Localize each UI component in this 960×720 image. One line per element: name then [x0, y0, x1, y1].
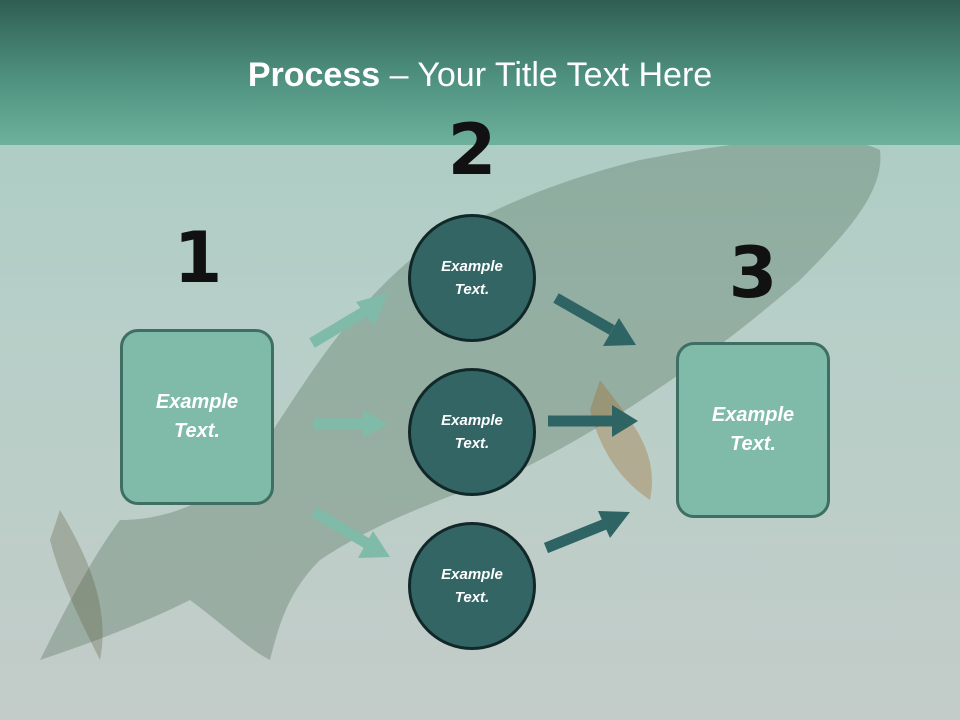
arrow-1-to-bottom — [311, 507, 390, 558]
step-3-text-line1: Example — [711, 404, 795, 426]
slide-title: Process – Your Title Text Here — [0, 54, 960, 96]
arrow-top-to-3 — [553, 293, 636, 346]
step-1-box: Example Text. — [120, 329, 274, 505]
step-2-circle-top: Example Text. — [408, 214, 536, 342]
circle-bottom-text-line1: Example — [441, 566, 503, 583]
step-1-text-line1: Example — [155, 391, 239, 413]
step-2-circle-bottom: Example Text. — [408, 522, 536, 650]
step-3-text-line2: Text. — [730, 433, 776, 455]
arrow-1-to-top — [309, 293, 388, 348]
circle-middle-text-line2: Text. — [454, 435, 490, 452]
title-bold: Process — [247, 56, 381, 94]
step-2-number: 2 — [447, 109, 497, 191]
step-1-text-line2: Text. — [174, 420, 220, 442]
title-bar: Process – Your Title Text Here — [0, 0, 960, 145]
arrow-1-to-middle — [314, 410, 388, 438]
arrow-middle-to-3 — [548, 405, 638, 437]
circle-middle-text-line1: Example — [441, 412, 503, 429]
circle-top-text-line1: Example — [441, 258, 503, 275]
step-2-circle-middle: Example Text. — [408, 368, 536, 496]
arrow-bottom-to-3 — [543, 511, 630, 554]
circle-bottom-text-line2: Text. — [454, 589, 490, 606]
step-3-box: Example Text. — [676, 342, 830, 518]
title-rest: – Your Title Text Here — [380, 56, 713, 94]
step-1-number: 1 — [173, 217, 223, 299]
step-3-number: 3 — [728, 232, 778, 314]
circle-top-text-line2: Text. — [454, 281, 490, 298]
